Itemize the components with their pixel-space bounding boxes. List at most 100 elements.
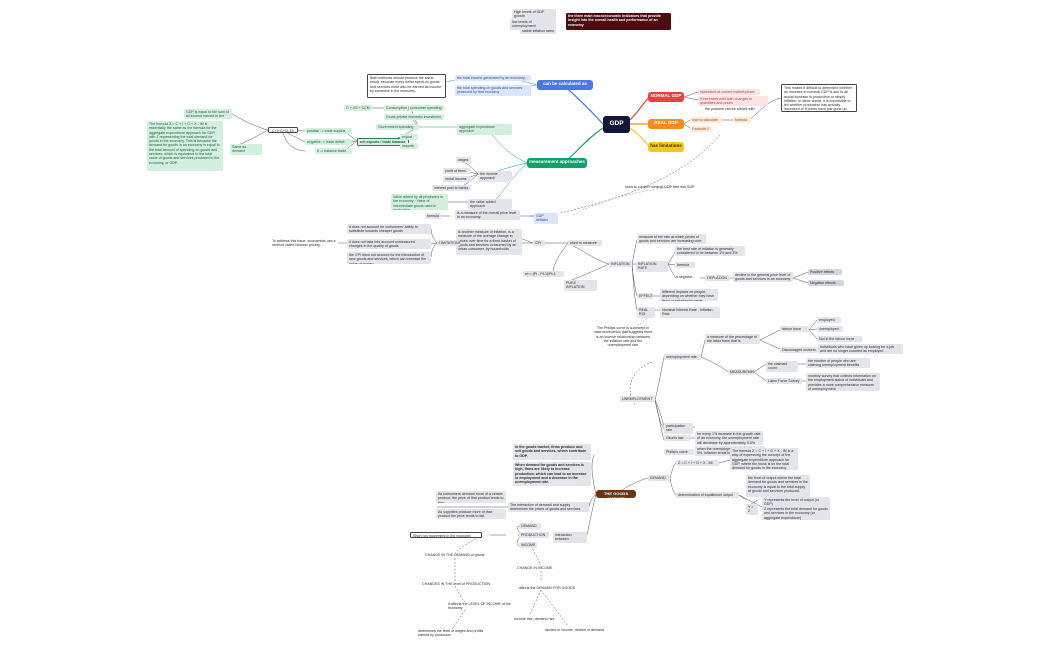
node-okuns-law[interactable]: Okun's law	[664, 435, 691, 442]
node-best-rate[interactable]: the best rate of inflation is generally …	[675, 246, 745, 256]
node-rental-income[interactable]: rental income	[443, 176, 471, 183]
node-labor-force-survey[interactable]: Labor Force Survey	[766, 378, 802, 385]
hub-nominal-gdp[interactable]: NORMAL GDP	[648, 92, 684, 102]
node-claimant-count[interactable]: the claimant count	[766, 361, 798, 372]
node-short-run[interactable]: Short run movement in the economy	[410, 532, 482, 538]
node-total-income[interactable]: the total income generated by an economy…	[455, 75, 531, 82]
node-effects[interactable]: EFFECTS	[637, 293, 653, 300]
node-demand-label[interactable]: DEMAND	[519, 523, 541, 530]
node-income[interactable]: INCOME	[519, 542, 537, 549]
node-employed[interactable]: employed	[817, 317, 841, 324]
node-positive-effects[interactable]: Positive effects	[808, 269, 842, 276]
node-high-gdp-growth[interactable]: High levels of GDP growth	[512, 9, 556, 20]
hub-real-gdp[interactable]: REAL GDP	[648, 119, 684, 129]
node-income-approach[interactable]: the income approach	[478, 171, 512, 182]
node-lim-quality[interactable]: it does not take into account unmeasured…	[347, 239, 431, 249]
node-nominal-interest[interactable]: Nominal Interest Rate - Inflation Rate	[660, 307, 720, 318]
node-discouraged-workers[interactable]: Discouraged workers	[780, 347, 818, 354]
node-goods-desc-1[interactable]: In the goods market, firms produce and s…	[513, 444, 591, 460]
node-cpi-note[interactable]: is another measure of inflation, is a me…	[456, 229, 522, 255]
node-demand-right[interactable]: DEMAND	[648, 475, 670, 482]
node-lfs-note[interactable]: monthly survey that collects information…	[806, 373, 880, 391]
node-value-added-approach[interactable]: the value added approach	[468, 199, 512, 210]
node-how-to-calculate[interactable]: how to calculate	[690, 117, 722, 124]
node-used-to-measure[interactable]: used to measure	[568, 240, 602, 247]
node-government-spending[interactable]: Government spending	[376, 124, 419, 131]
node-c-ig-ccm[interactable]: C + I/G + CCM	[344, 105, 372, 112]
node-imports[interactable]: imports	[400, 143, 418, 150]
node-gross-investment[interactable]: Gross private domestic investment	[384, 114, 444, 121]
node-unemployed[interactable]: unemployed	[817, 326, 843, 333]
node-y-eq-z[interactable]: Y = Z	[746, 504, 758, 515]
node-interaction-note[interactable]: The interaction of demand and supply det…	[508, 502, 589, 512]
node-deflation-decline[interactable]: decline in the general price level of go…	[733, 272, 793, 282]
node-lim-new-goods[interactable]: the CPI does not account for the introdu…	[347, 252, 431, 264]
node-same-as-demand[interactable]: Same as demand	[230, 144, 262, 155]
node-gdp-deflator[interactable]: GDP deflator	[534, 213, 558, 224]
node-not-in-labour-force[interactable]: Not in the labour force	[817, 336, 862, 343]
node-aggregate-formula-note[interactable]: The formula Z = C + I + G + X - IM is es…	[147, 121, 223, 171]
node-lim-substitute[interactable]: it does not account for consumers' abili…	[347, 224, 431, 234]
node-rate-measure[interactable]: a measure of the percentage of the labor…	[705, 334, 760, 344]
node-net-exports[interactable]: net exports / trade balance	[357, 138, 409, 147]
node-unemployment[interactable]: UNEMPLOYMENT	[620, 396, 655, 403]
node-real-formula[interactable]: formula	[733, 117, 751, 124]
node-deflator-formula[interactable]: formula	[425, 213, 441, 220]
node-deflation[interactable]: DEFLATION	[705, 275, 730, 282]
node-negative-deficit[interactable]: negative -> trade deficit	[305, 139, 352, 146]
node-negative-effects[interactable]: Negative effects	[808, 280, 844, 287]
node-discouraged-note[interactable]: individuals who have given up looking fo…	[818, 344, 903, 354]
node-footnote[interactable]: Footnote 2	[690, 126, 712, 133]
node-increases-quantities[interactable]: it increases with both changes in quanti…	[698, 96, 768, 106]
hub-goods-market[interactable]: THE GOODS MARKET	[596, 490, 636, 498]
node-y-represents[interactable]: Y represents the level of output (or GDP…	[762, 497, 830, 508]
node-consumer-demand-note[interactable]: As consumers demand more of a certain pr…	[436, 491, 506, 503]
node-inflation-rate[interactable]: INFLATION RATE	[636, 261, 668, 272]
node-total-spending[interactable]: the total spending on goods and services…	[455, 85, 531, 96]
node-okun-note[interactable]: for every 1% increase in the growth rate…	[695, 431, 763, 445]
node-deflator-measure[interactable]: is a measure of the overall price level …	[455, 210, 520, 220]
node-equilibrium-note[interactable]: the level of output where the total dema…	[746, 475, 810, 497]
node-z-represents[interactable]: Z represents the total demand for goods …	[762, 506, 830, 520]
node-profit-of-firms[interactable]: profit of firms	[443, 168, 471, 175]
node-production[interactable]: PRODUCTION	[519, 532, 549, 539]
node-cig-formula[interactable]: C+I+G+(X-M)	[268, 127, 298, 133]
node-unemployment-rate[interactable]: unemployment rate	[664, 354, 701, 361]
node-limitations[interactable]: LIMITATIONS	[437, 240, 460, 247]
hub-can-be-calculated[interactable]: can be calculated as	[537, 80, 593, 90]
node-inflation-measure[interactable]: measure of the rate at which prices of g…	[637, 234, 706, 244]
node-pi-formula[interactable]: πt = (Pt - Pt-1)/Pt-1	[523, 271, 564, 278]
node-positive-surplus[interactable]: positive -> trade surplus	[305, 128, 352, 135]
node-equilibrium[interactable]: determination of equilibrium output	[676, 492, 739, 499]
hub-has-limitations[interactable]: has limitations	[648, 142, 684, 152]
node-goods-desc-2[interactable]: When demand for goods and services is hi…	[513, 462, 591, 486]
node-cpi[interactable]: CPI	[533, 240, 545, 247]
hub-measurement-approaches[interactable]: measurement approaches	[527, 158, 587, 168]
node-effects-note[interactable]: different impacts on people, depending o…	[660, 289, 718, 301]
node-inflation-formula[interactable]: formula	[675, 262, 695, 269]
node-zero-balance[interactable]: 0 -> balance trade	[315, 148, 352, 155]
node-indicators-note[interactable]: the three main macroeconomic indicators …	[566, 13, 671, 30]
node-value-added-note[interactable]: Value added by all producers in the econ…	[391, 194, 448, 210]
node-participation-rate[interactable]: participation rate	[664, 423, 693, 434]
node-real-roi[interactable]: REAL ROI	[637, 307, 655, 318]
node-stable-inflation[interactable]: stable inflation rates	[520, 28, 556, 35]
node-supplier-note[interactable]: As suppliers produce more of that produc…	[436, 509, 506, 519]
node-phillips-curve[interactable]: Phillip's curve	[664, 449, 694, 456]
node-inflation[interactable]: INFLATION	[609, 261, 632, 268]
node-labour-force[interactable]: labour force	[780, 326, 809, 333]
node-interest-paid[interactable]: interest paid to banks	[432, 185, 471, 192]
node-pure-inflation[interactable]: PURE INFLATION	[564, 280, 597, 291]
node-low-unemployment[interactable]: low levels of unemployment	[510, 19, 556, 30]
node-both-methods-note[interactable]: Both methods should produce the same res…	[367, 74, 446, 98]
node-z-formula[interactable]: Z = C + I + G + X - IM	[676, 460, 719, 467]
node-real-problem-note[interactable]: This makes it difficult to determine whe…	[781, 84, 857, 112]
node-interaction-between[interactable]: interaction between	[553, 532, 587, 543]
node-gdp-sum-income[interactable]: GDP is equal to the sum of all income ea…	[184, 109, 232, 119]
node-claimant-note[interactable]: the number of people who are claiming un…	[806, 358, 870, 368]
node-current-market-prices[interactable]: calculated at current market prices	[698, 89, 760, 96]
node-measurement[interactable]: MEASUREMENT	[728, 369, 754, 376]
hub-gdp[interactable]: GDP	[603, 116, 630, 133]
node-consumption[interactable]: Consumption | consumer spending	[384, 105, 444, 112]
node-wages[interactable]: wages	[456, 157, 471, 164]
